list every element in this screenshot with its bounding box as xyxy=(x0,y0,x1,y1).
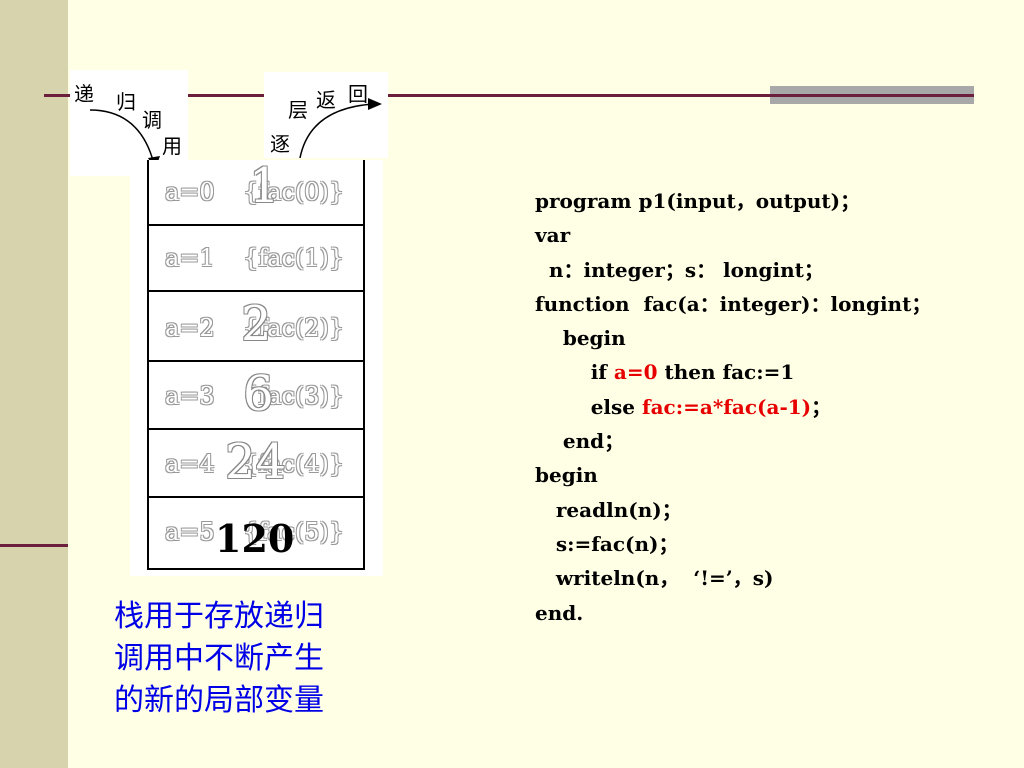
frame-return-value: 2 xyxy=(241,296,272,352)
code-line: begin xyxy=(535,326,626,351)
code-line: readln(n)； xyxy=(535,497,682,522)
frame-param: a=5 xyxy=(165,518,215,546)
code-listing: program p1(input，output)； var n：integer；s… xyxy=(535,184,931,630)
code-line: s:=fac(n)； xyxy=(535,531,679,556)
code-line: if a=0 then fac:=1 xyxy=(535,360,795,385)
code-line: var xyxy=(535,223,571,248)
frame-param: a=2 xyxy=(165,314,215,342)
code-line: n：integer；s： longint； xyxy=(535,257,824,282)
caption-line: 的新的局部变量 xyxy=(114,683,324,718)
header-gray-band-line xyxy=(770,94,974,97)
code-line: end； xyxy=(535,429,625,454)
frame-return-value: 6 xyxy=(243,366,274,422)
stack-frames: a=0 {fac(0)} 1 a=1 {fac(1)} a=2 {fac(2)}… xyxy=(147,158,365,570)
header-rule-right xyxy=(386,94,770,97)
code-line: begin xyxy=(535,463,598,488)
code-line: else fac:=a*fac(a-1)； xyxy=(535,394,832,419)
label-char: 层 xyxy=(288,98,308,122)
caption-line: 调用中不断产生 xyxy=(114,641,324,676)
final-return-value: 120 xyxy=(215,516,295,561)
stack-frame: a=2 {fac(2)} 2 xyxy=(149,296,363,362)
frame-call: {fac(3)} xyxy=(243,382,345,410)
frame-return-value: 1 xyxy=(249,158,280,214)
code-line: function fac(a：integer)：longint； xyxy=(535,291,932,316)
label-char: 递 xyxy=(74,82,94,106)
code-line: program p1(input，output)； xyxy=(535,189,861,213)
label-char: 归 xyxy=(116,90,136,114)
frame-param: a=0 xyxy=(165,178,215,206)
label-char: 用 xyxy=(162,134,182,158)
side-rule xyxy=(0,544,68,547)
label-char: 返 xyxy=(316,88,336,112)
side-bar xyxy=(0,0,68,768)
stack-frame: a=5 {fac(5)} 120 xyxy=(149,500,363,568)
label-char: 逐 xyxy=(270,132,290,156)
caption-text: 栈用于存放递归 调用中不断产生 的新的局部变量 xyxy=(114,596,404,722)
frame-param: a=1 xyxy=(165,244,215,272)
label-char: 调 xyxy=(142,108,162,132)
header-rule-middle xyxy=(186,94,266,97)
frame-call: {fac(4)} xyxy=(243,450,345,478)
header-rule-left xyxy=(44,94,78,97)
stack-frame: a=0 {fac(0)} 1 xyxy=(149,158,363,226)
frame-param: a=3 xyxy=(165,382,215,410)
stack-frame: a=1 {fac(1)} xyxy=(149,226,363,292)
caption-line: 栈用于存放递归 xyxy=(114,599,324,634)
stack-panel xyxy=(130,160,383,576)
frame-call: {fac(2)} xyxy=(243,314,345,342)
up-arrow-icon xyxy=(299,98,382,158)
frame-call: {fac(0)} xyxy=(243,178,345,206)
frame-param: a=4 xyxy=(165,450,215,478)
layer-return-label: 逐 层 返 回 xyxy=(264,72,388,158)
stack-frame: a=3 {fac(3)} 6 xyxy=(149,364,363,430)
recursive-call-label: 递 归 调 用 xyxy=(70,70,188,176)
highlighted-recursion: fac:=a*fac(a-1) xyxy=(641,394,812,419)
label-char: 回 xyxy=(348,82,368,106)
frame-return-value: 24 xyxy=(225,434,287,490)
code-line: writeln(n， ‘!=’，s) xyxy=(535,566,774,591)
highlighted-condition: a=0 xyxy=(613,360,658,385)
code-line: end. xyxy=(535,600,584,625)
frame-call: {fac(1)} xyxy=(243,244,345,272)
stack-frame: a=4 {fac(4)} 24 xyxy=(149,432,363,498)
frame-call: {fac(5)} xyxy=(243,518,345,546)
